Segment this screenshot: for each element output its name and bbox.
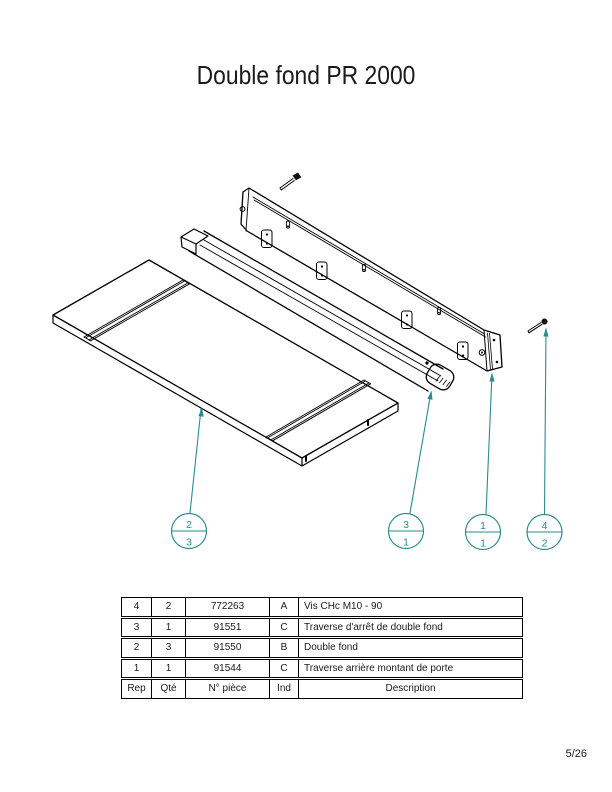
balloon-rep: 2 xyxy=(186,519,192,531)
balloon-rep: 4 xyxy=(542,520,548,532)
balloon-qty: 1 xyxy=(480,538,486,550)
callout-balloon-1-1: 1 1 xyxy=(464,372,502,551)
cell-description: Traverse d'arrêt de double fond xyxy=(298,617,523,638)
balloon-qty: 2 xyxy=(542,538,548,550)
part-screw-right xyxy=(527,318,548,334)
balloon-qty: 3 xyxy=(186,537,192,549)
table-row: 3 1 91551 C Traverse d'arrêt de double f… xyxy=(121,617,523,638)
cell-qty: 3 xyxy=(151,638,186,658)
part-traverse-arret-beam xyxy=(180,228,455,392)
leader-arrowhead xyxy=(489,372,495,382)
cell-qty: 1 xyxy=(151,617,186,638)
leader-arrowhead xyxy=(198,407,204,417)
cell-ind: C xyxy=(269,658,299,679)
balloon-rep: 1 xyxy=(480,520,486,532)
beam-hole xyxy=(425,361,429,365)
rail-hole xyxy=(239,206,246,212)
cell-part: 91544 xyxy=(185,658,270,679)
cell-description: Traverse arrière montant de porte xyxy=(298,658,523,679)
table-row: 1 1 91544 C Traverse arrière montant de … xyxy=(121,658,523,679)
panel-ridge-strip xyxy=(83,279,191,342)
panel-ridge-strip xyxy=(265,379,372,442)
callout-balloon-2-3: 2 3 xyxy=(170,407,208,550)
balloon-qty: 1 xyxy=(403,537,409,549)
rail-screw-head xyxy=(478,349,486,356)
cell-rep: 1 xyxy=(121,658,152,679)
rail-clip xyxy=(401,310,413,329)
rail-clip xyxy=(457,341,469,360)
header-rep: Rep xyxy=(121,679,152,699)
balloon-rep: 3 xyxy=(403,519,409,531)
cell-qty: 1 xyxy=(151,658,186,679)
cell-ind: B xyxy=(269,638,299,658)
cell-rep: 2 xyxy=(121,638,152,658)
cell-rep: 3 xyxy=(121,617,152,638)
page-title: Double fond PR 2000 xyxy=(196,60,416,90)
beam-endcap-hatch xyxy=(435,376,451,387)
parts-table: 4 2 772263 A Vis CHc M10 - 90 3 1 91551 … xyxy=(121,597,523,700)
cell-description: Double fond xyxy=(298,638,523,658)
cell-part: 91550 xyxy=(185,638,270,658)
header-ind: Ind xyxy=(269,679,299,699)
leader-arrowhead xyxy=(543,327,549,337)
callout-balloon-4-2: 4 2 xyxy=(526,327,563,551)
rail-clip xyxy=(316,261,328,280)
rail-endface-hole xyxy=(492,338,496,342)
cell-part: 91551 xyxy=(185,617,270,638)
cell-ind: A xyxy=(269,597,299,617)
part-double-fond-panel xyxy=(52,259,399,467)
part-screw-top xyxy=(279,172,302,191)
rail-endface-hole xyxy=(495,360,499,364)
exploded-view-drawing: 2 3 3 1 1 1 xyxy=(52,172,563,551)
table-row: 4 2 772263 A Vis CHc M10 - 90 xyxy=(121,597,523,617)
table-row: 2 3 91550 B Double fond xyxy=(121,638,523,658)
cell-rep: 4 xyxy=(121,597,152,617)
cell-part: 772263 xyxy=(185,597,270,617)
header-qty: Qté xyxy=(151,679,186,699)
header-part: N° pièce xyxy=(185,679,270,699)
cell-qty: 2 xyxy=(151,597,186,617)
header-description: Description xyxy=(298,679,523,699)
cell-description: Vis CHc M10 - 90 xyxy=(298,597,523,617)
part-traverse-arriere-rail xyxy=(239,187,503,372)
leader-arrowhead xyxy=(427,390,433,400)
rail-clip xyxy=(261,229,273,248)
callout-balloon-3-1: 3 1 xyxy=(387,390,433,550)
table-header-row: Rep Qté N° pièce Ind Description xyxy=(121,679,523,699)
cell-ind: C xyxy=(269,617,299,638)
page-number: 5/26 xyxy=(565,748,587,760)
rail-slot xyxy=(285,220,442,315)
